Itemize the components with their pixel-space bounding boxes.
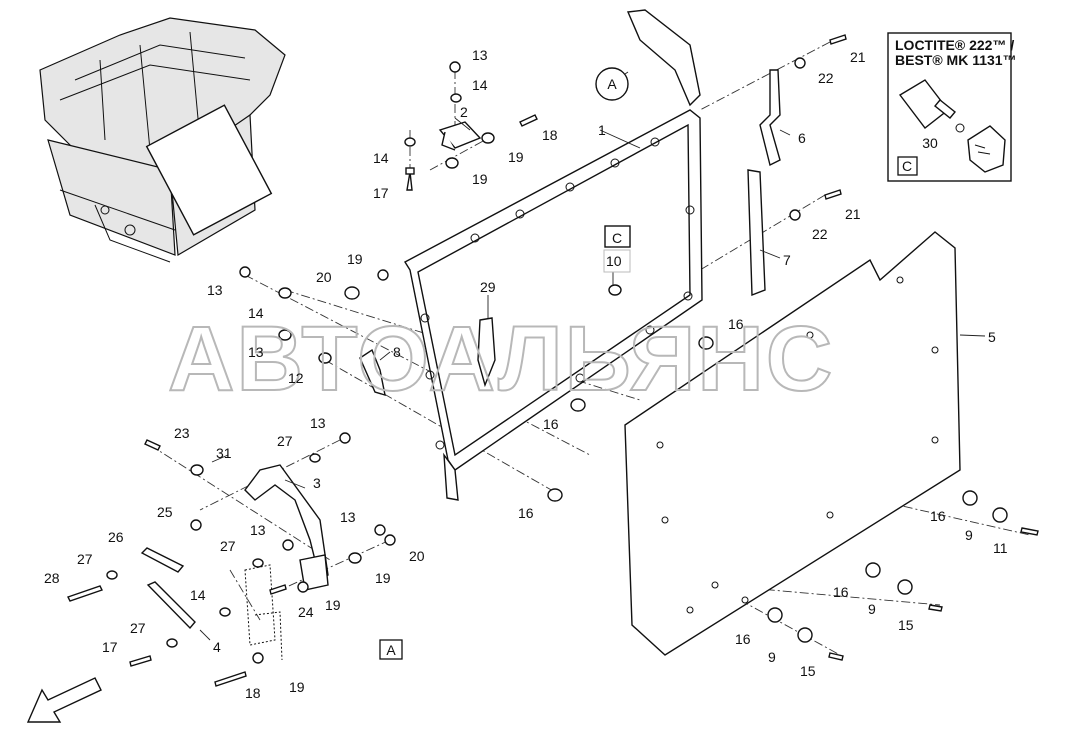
clip-part-29 bbox=[477, 317, 496, 388]
label-p24: 24 bbox=[298, 604, 314, 620]
rod-part-26 bbox=[140, 547, 185, 573]
callout-a-detail: A bbox=[379, 639, 403, 660]
label-p19d: 19 bbox=[375, 570, 391, 586]
label-p18b: 18 bbox=[245, 685, 261, 701]
label-p16e: 16 bbox=[833, 584, 849, 600]
label-p16a: 16 bbox=[728, 316, 744, 332]
label-p11: 11 bbox=[993, 540, 1008, 556]
callout-a-detail-label: A bbox=[386, 642, 396, 658]
adhesive-part-number: 30 bbox=[922, 135, 938, 151]
label-p22a: 22 bbox=[818, 70, 834, 86]
label-p27a: 27 bbox=[277, 433, 293, 449]
strut-part-4 bbox=[146, 581, 196, 630]
watermark-text: АВТОАЛЬЯНС bbox=[168, 308, 834, 410]
label-p19e: 19 bbox=[325, 597, 341, 613]
label-p13e: 13 bbox=[340, 509, 356, 525]
panel-part-5 bbox=[624, 231, 961, 656]
label-p17b: 17 bbox=[102, 639, 118, 655]
label-p3: 3 bbox=[313, 475, 321, 491]
label-p12: 12 bbox=[288, 370, 304, 386]
label-p13a: 13 bbox=[472, 47, 488, 63]
label-p22b: 22 bbox=[812, 226, 828, 242]
label-p20b: 20 bbox=[409, 548, 425, 564]
label-p4: 4 bbox=[213, 639, 221, 655]
hardware-washers bbox=[106, 57, 1008, 664]
label-p14b: 14 bbox=[373, 150, 389, 166]
direction-arrow-icon bbox=[26, 677, 102, 723]
bracket-part-2 bbox=[438, 121, 482, 151]
label-p7: 7 bbox=[783, 252, 791, 268]
label-p6: 6 bbox=[798, 130, 806, 146]
label-p26: 26 bbox=[108, 529, 124, 545]
callout-a-frame: A bbox=[595, 67, 629, 101]
label-p9b: 9 bbox=[868, 601, 876, 617]
strap-part-7 bbox=[747, 169, 766, 297]
machine-overview-sketch bbox=[39, 17, 286, 263]
label-p28: 28 bbox=[44, 570, 60, 586]
label-p19a: 19 bbox=[508, 149, 524, 165]
clip-part-8 bbox=[359, 348, 386, 397]
label-p13d: 13 bbox=[310, 415, 326, 431]
label-p9a: 9 bbox=[965, 527, 973, 543]
label-p27b: 27 bbox=[220, 538, 236, 554]
callout-c-detail: C bbox=[603, 225, 631, 273]
label-p14c: 14 bbox=[248, 305, 264, 321]
label-p13f: 13 bbox=[250, 522, 266, 538]
label-p2: 2 bbox=[460, 104, 468, 120]
bracket-part-3 bbox=[244, 464, 329, 591]
label-p23: 23 bbox=[174, 425, 190, 441]
adhesive-inset-line1: LOCTITE® 222™ / bbox=[895, 37, 1014, 53]
callout-c-detail-label: C bbox=[612, 230, 622, 246]
label-p19f: 19 bbox=[289, 679, 305, 695]
label-p29: 29 bbox=[480, 279, 496, 295]
adhesive-bottle-icon bbox=[898, 79, 1006, 173]
detail-a-bracket-sketch bbox=[244, 564, 283, 661]
label-p15b: 15 bbox=[800, 663, 816, 679]
label-p21b: 21 bbox=[845, 206, 861, 222]
label-p20a: 20 bbox=[316, 269, 332, 285]
callout-c-inset-label: C bbox=[902, 158, 912, 174]
label-p25: 25 bbox=[157, 504, 173, 520]
label-p16d: 16 bbox=[930, 508, 946, 524]
callout-a-frame-label: A bbox=[607, 76, 617, 92]
label-p16c: 16 bbox=[518, 505, 534, 521]
label-p15a: 15 bbox=[898, 617, 914, 633]
adhesive-inset-line2: BEST® MK 1131™ bbox=[895, 52, 1017, 68]
label-p31: 31 bbox=[216, 445, 232, 461]
label-p19c: 19 bbox=[347, 251, 363, 267]
strap-part-6 bbox=[759, 69, 781, 167]
label-p8: 8 bbox=[393, 344, 401, 360]
adhesive-inset: LOCTITE® 222™ / BEST® MK 1131™ 30 C bbox=[887, 32, 1017, 182]
label-p13c: 13 bbox=[248, 344, 264, 360]
label-p16f: 16 bbox=[735, 631, 751, 647]
label-p1: 1 bbox=[598, 122, 606, 138]
label-p14d: 14 bbox=[190, 587, 206, 603]
label-p27d: 27 bbox=[130, 620, 146, 636]
label-p27c: 27 bbox=[77, 551, 93, 567]
label-p10: 10 bbox=[606, 253, 622, 269]
hardware-bolts bbox=[67, 34, 1039, 687]
label-p13b: 13 bbox=[207, 282, 223, 298]
label-p14a: 14 bbox=[472, 77, 488, 93]
label-p17a: 17 bbox=[373, 185, 389, 201]
label-p21a: 21 bbox=[850, 49, 866, 65]
label-p19b: 19 bbox=[472, 171, 488, 187]
label-p5: 5 bbox=[988, 329, 996, 345]
label-p9c: 9 bbox=[768, 649, 776, 665]
label-p18a: 18 bbox=[542, 127, 558, 143]
part-number-labels: 1 2 3 4 5 6 7 8 9 9 9 10 11 12 13 13 13 … bbox=[44, 47, 1008, 701]
label-p16b: 16 bbox=[543, 416, 559, 432]
leader-lines bbox=[199, 71, 986, 641]
